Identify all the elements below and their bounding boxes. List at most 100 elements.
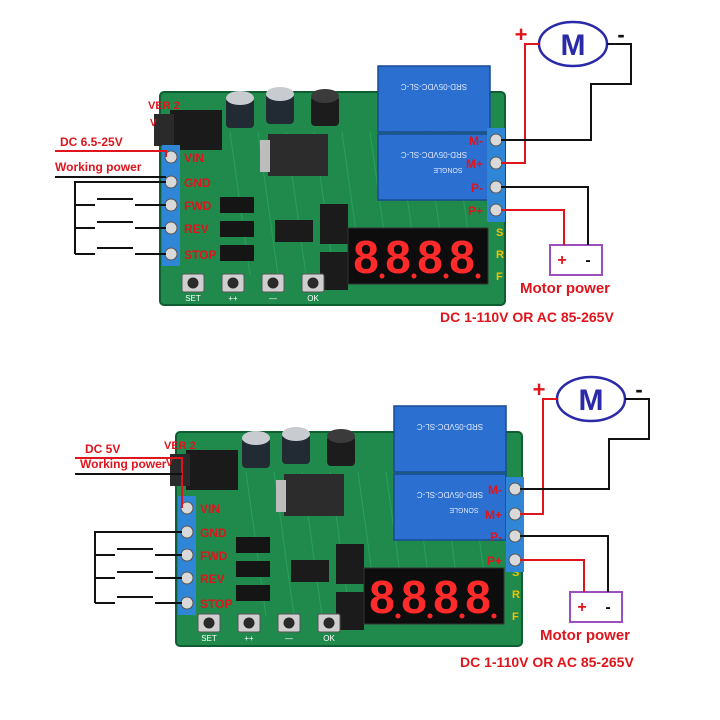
relay-marking: SRD-05VDC-SL-C bbox=[401, 82, 467, 91]
terminal-label-mplus: M+ bbox=[485, 508, 502, 522]
button-cap bbox=[227, 277, 239, 289]
optocoupler bbox=[236, 537, 270, 553]
display-digit: 8 bbox=[449, 231, 475, 283]
capacitor-top bbox=[226, 91, 254, 105]
wire-switch-bus bbox=[74, 181, 166, 254]
terminal-screw bbox=[164, 175, 178, 189]
optocoupler bbox=[220, 221, 254, 237]
display-digit: 8 bbox=[369, 571, 395, 623]
terminal-screw bbox=[180, 596, 194, 610]
logic-ic bbox=[336, 544, 364, 584]
display-digit: 8 bbox=[465, 571, 491, 623]
display-dot bbox=[459, 613, 465, 619]
terminal-block-right bbox=[506, 477, 524, 572]
logic-ic bbox=[320, 204, 348, 244]
display-dot bbox=[475, 273, 481, 279]
terminal-label-pplus: P+ bbox=[487, 554, 502, 568]
terminal-label-gnd: GND bbox=[184, 176, 211, 190]
terminal-label-vin: VIN bbox=[184, 151, 204, 165]
psu-minus: - bbox=[605, 599, 610, 616]
power-input-sub: Working power bbox=[55, 160, 142, 174]
wire-motor-plus bbox=[520, 398, 557, 515]
motor-plus: + bbox=[533, 377, 546, 402]
display-digit: 8 bbox=[353, 231, 379, 283]
driver-ic bbox=[275, 220, 313, 242]
relay bbox=[393, 405, 507, 473]
relay bbox=[393, 473, 507, 541]
display-side-letter: R bbox=[512, 589, 520, 601]
wire-motor-minus bbox=[501, 43, 632, 141]
dc-jack bbox=[186, 450, 238, 490]
dc-jack-mouth bbox=[170, 454, 190, 486]
display-side-letter: S bbox=[512, 567, 519, 579]
capacitor bbox=[266, 94, 294, 124]
button-cap bbox=[267, 277, 279, 289]
power-input-label: DC 6.5-25V bbox=[60, 135, 123, 149]
wire-psu-minus bbox=[501, 186, 589, 245]
relay bbox=[377, 65, 491, 133]
terminal-label-vin: VIN bbox=[200, 502, 220, 516]
display-digit: 8 bbox=[417, 231, 443, 283]
seven-segment-display bbox=[347, 227, 489, 285]
button-cap bbox=[323, 617, 335, 629]
display-side-letter: R bbox=[496, 249, 504, 261]
button-label: OK bbox=[323, 634, 335, 643]
relay-marking: SRD-05VDC-SL-C bbox=[417, 490, 483, 499]
terminal-label-fwd: FWD bbox=[200, 549, 228, 563]
button-cap bbox=[203, 617, 215, 629]
optocoupler bbox=[236, 585, 270, 601]
wire-psu-minus bbox=[520, 535, 609, 592]
motor-plus: + bbox=[515, 22, 528, 47]
display-dot bbox=[395, 613, 401, 619]
wire-vin bbox=[75, 457, 183, 508]
wire-switch-bus bbox=[94, 531, 182, 603]
capacitor-top bbox=[282, 427, 310, 441]
relay-marking: SRD-05VDC-SL-C bbox=[417, 422, 483, 431]
terminal-label-pplus: P+ bbox=[468, 204, 483, 218]
psu-minus: - bbox=[585, 252, 590, 269]
display-side-letter: F bbox=[512, 611, 519, 623]
button-cap bbox=[187, 277, 199, 289]
terminal-label-stop: STOP bbox=[200, 597, 232, 611]
psu-plus: + bbox=[577, 599, 586, 616]
terminal-screw bbox=[508, 529, 522, 543]
wire-motor-minus bbox=[520, 398, 650, 490]
motor-letter: M bbox=[561, 29, 586, 62]
motor-power-label: Motor power bbox=[540, 627, 630, 644]
optocoupler bbox=[220, 245, 254, 261]
terminal-screw bbox=[164, 221, 178, 235]
driver-ic bbox=[291, 560, 329, 582]
wire-motor-plus bbox=[501, 43, 539, 164]
button-label: OK bbox=[307, 294, 319, 303]
motor-power-label: Motor power bbox=[520, 280, 610, 297]
supply-spec-label: DC 1-110V OR AC 85-265V bbox=[460, 654, 634, 670]
motor-power-supply bbox=[549, 244, 603, 276]
silk-ver: VER 2 bbox=[164, 440, 196, 452]
wire-psu-plus bbox=[520, 559, 585, 592]
dc-jack-mouth bbox=[154, 114, 174, 146]
seven-segment-display bbox=[363, 567, 505, 625]
relay-marking: SRD-05VDC-SL-C bbox=[401, 150, 467, 159]
display-dot bbox=[427, 613, 433, 619]
terminal-screw bbox=[489, 156, 503, 170]
terminal-screw bbox=[164, 247, 178, 261]
button-label: SET bbox=[185, 294, 201, 303]
dc-jack bbox=[170, 110, 222, 150]
terminal-screw bbox=[164, 198, 178, 212]
terminal-label-stop: STOP bbox=[184, 248, 216, 262]
terminal-screw bbox=[508, 507, 522, 521]
terminal-screw bbox=[508, 553, 522, 567]
display-digit: 8 bbox=[385, 231, 411, 283]
motor-minus: - bbox=[617, 22, 624, 47]
supply-spec-label: DC 1-110V OR AC 85-265V bbox=[440, 309, 614, 325]
regulator-tab bbox=[260, 140, 270, 172]
optocoupler bbox=[236, 561, 270, 577]
wire-vin bbox=[55, 150, 167, 157]
logic-ic-2 bbox=[320, 252, 348, 290]
terminal-screw bbox=[180, 548, 194, 562]
motor-power-supply bbox=[569, 591, 623, 623]
capacitor-top bbox=[327, 429, 355, 443]
terminal-screw bbox=[489, 133, 503, 147]
power-input-sub: Working power bbox=[80, 457, 167, 471]
